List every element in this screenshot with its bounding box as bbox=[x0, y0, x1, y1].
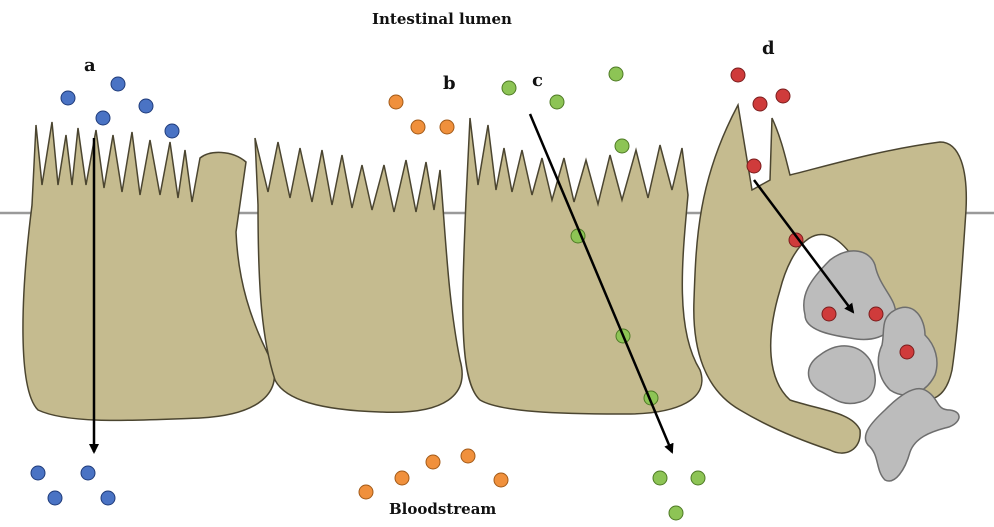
particle bbox=[669, 506, 683, 520]
particle bbox=[900, 345, 914, 359]
route-c-label: c bbox=[532, 70, 543, 91]
bloodstream-label: Bloodstream bbox=[389, 500, 496, 518]
route-b-label: b bbox=[443, 73, 456, 94]
particle bbox=[869, 307, 883, 321]
particle bbox=[359, 485, 373, 499]
particle bbox=[494, 473, 508, 487]
particle bbox=[101, 491, 115, 505]
particle bbox=[81, 466, 95, 480]
particle bbox=[165, 124, 179, 138]
epithelial-cell-2 bbox=[255, 138, 462, 412]
immune-cell-4 bbox=[865, 389, 959, 481]
route-a-label: a bbox=[84, 55, 96, 76]
particle bbox=[31, 466, 45, 480]
particle bbox=[502, 81, 516, 95]
intestinal-lumen-label: Intestinal lumen bbox=[372, 10, 512, 28]
particle bbox=[395, 471, 409, 485]
particle bbox=[653, 471, 667, 485]
particle bbox=[96, 111, 110, 125]
particle bbox=[691, 471, 705, 485]
particle bbox=[426, 455, 440, 469]
route-d-label: d bbox=[762, 38, 775, 59]
particle bbox=[440, 120, 454, 134]
immune-cell-3 bbox=[808, 346, 875, 404]
particle bbox=[822, 307, 836, 321]
particle bbox=[615, 139, 629, 153]
epithelial-cell-1 bbox=[23, 122, 274, 420]
particle bbox=[48, 491, 62, 505]
particle bbox=[139, 99, 153, 113]
particle bbox=[111, 77, 125, 91]
particle bbox=[389, 95, 403, 109]
particle bbox=[731, 68, 745, 82]
epithelial-cell-3 bbox=[463, 118, 702, 414]
particle bbox=[550, 95, 564, 109]
particle bbox=[411, 120, 425, 134]
particle bbox=[609, 67, 623, 81]
particle bbox=[776, 89, 790, 103]
particle bbox=[747, 159, 761, 173]
particle bbox=[461, 449, 475, 463]
particle bbox=[61, 91, 75, 105]
particle bbox=[753, 97, 767, 111]
